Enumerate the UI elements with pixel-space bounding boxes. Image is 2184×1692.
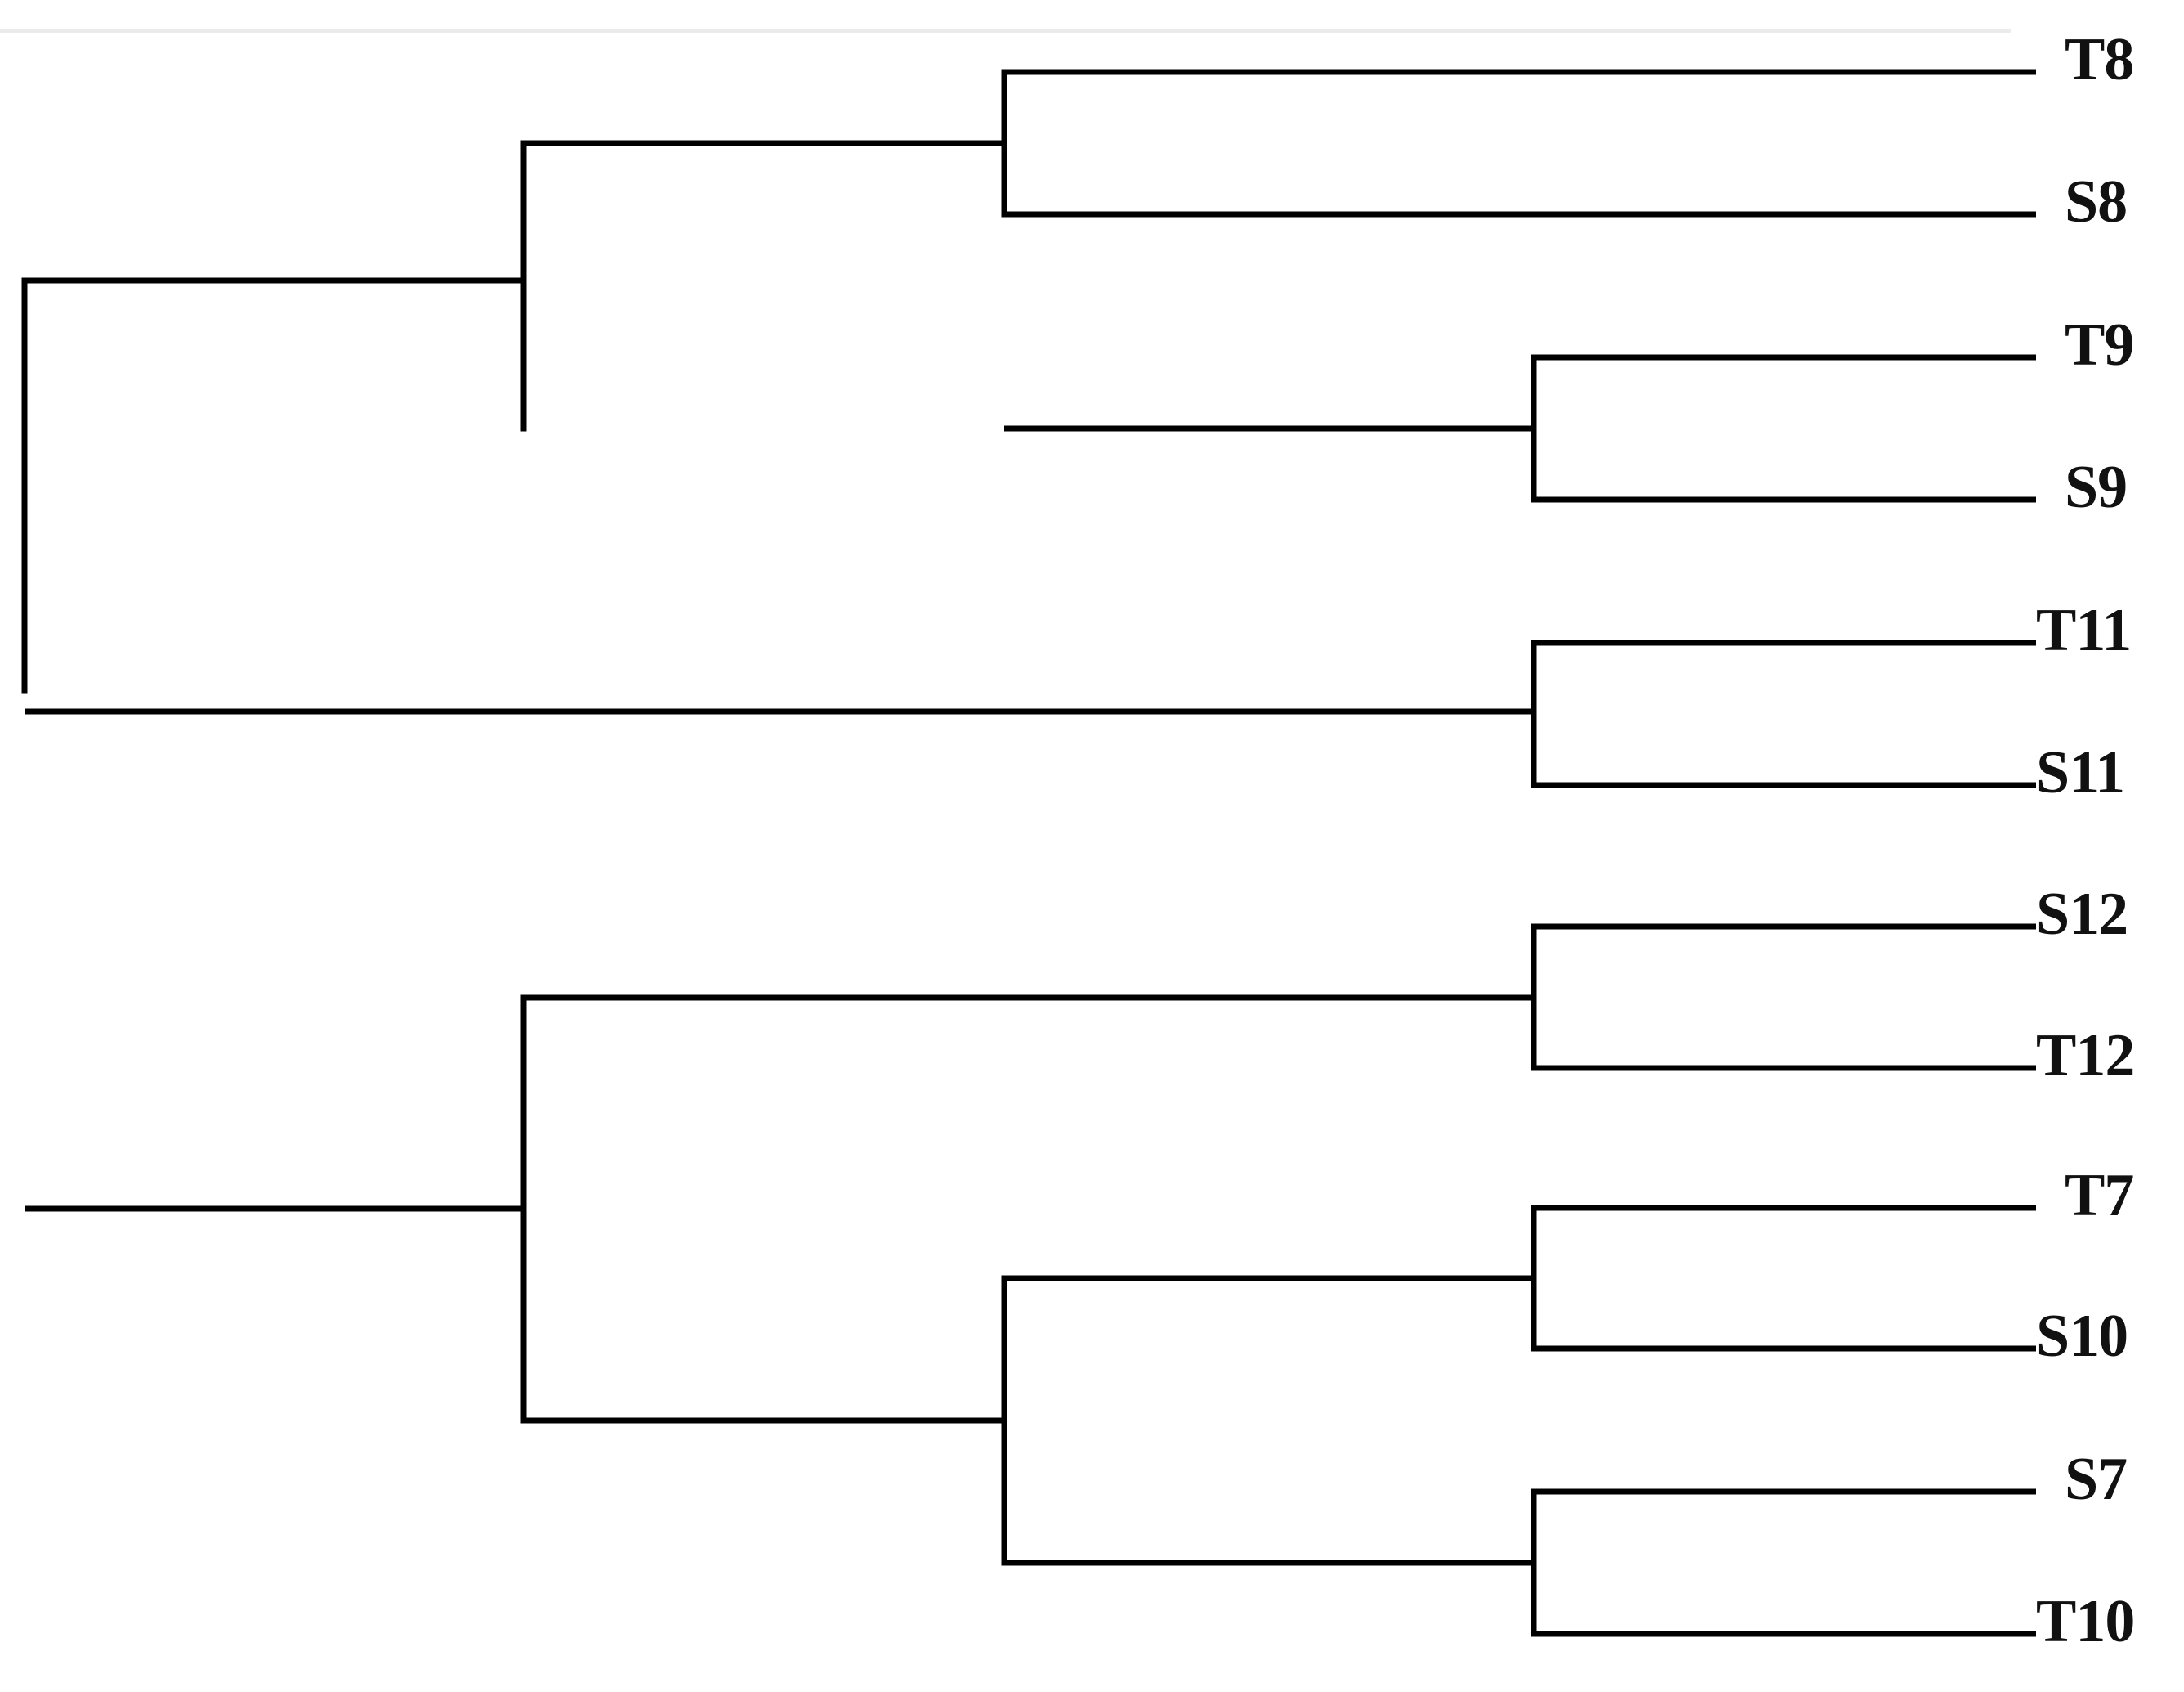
leaf-label-T7: T7 <box>2065 1162 2134 1229</box>
leaf-label-S8: S8 <box>2065 168 2128 236</box>
leaf-label-T8: T8 <box>2065 26 2134 93</box>
leaf-label-T12: T12 <box>2036 1022 2135 1089</box>
leaf-label-S7: S7 <box>2065 1446 2128 1513</box>
leaf-label-S10: S10 <box>2036 1303 2128 1370</box>
leaf-label-S11: S11 <box>2036 739 2125 806</box>
top-rule <box>0 29 2011 33</box>
leaf-label-S12: S12 <box>2036 881 2128 948</box>
leaf-label-T11: T11 <box>2036 597 2132 664</box>
leaf-label-T10: T10 <box>2036 1588 2135 1655</box>
dendrogram-branches <box>21 69 2036 1637</box>
leaf-label-S9: S9 <box>2065 454 2128 521</box>
leaf-label-T9: T9 <box>2065 312 2134 379</box>
